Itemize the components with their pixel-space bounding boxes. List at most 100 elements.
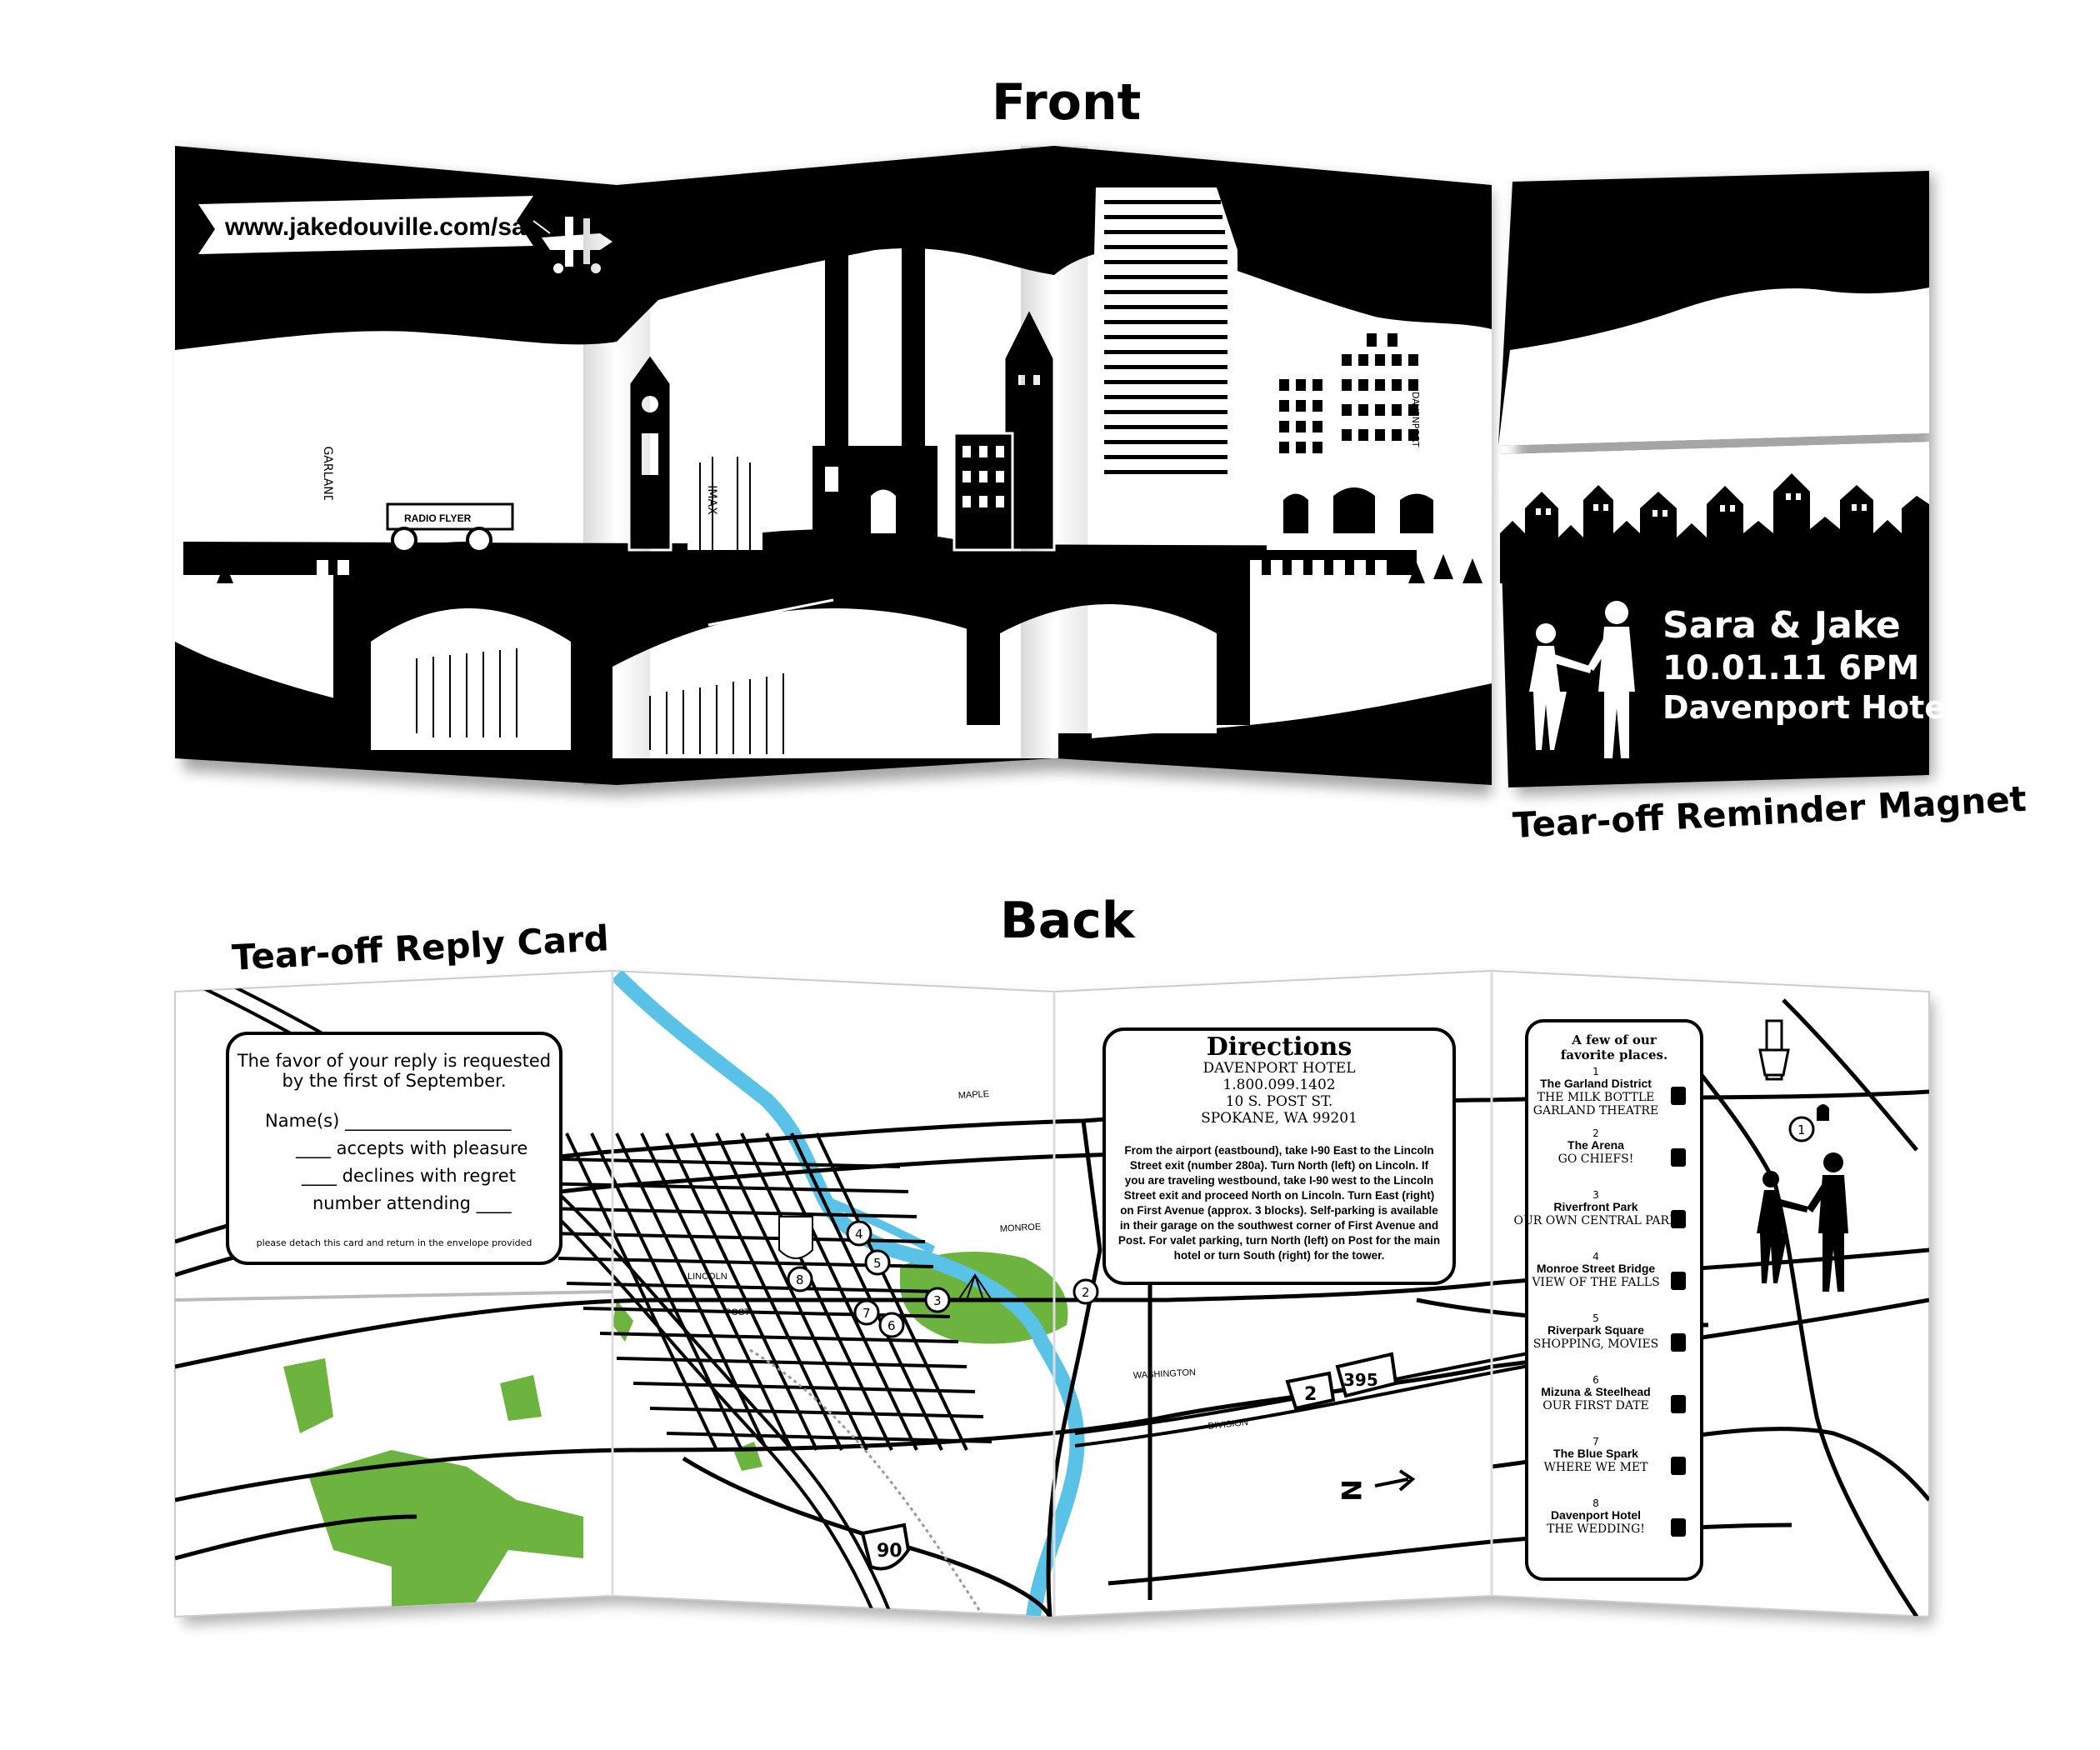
favorite-number: 1 (1592, 1066, 1599, 1078)
map-marker-7[interactable]: 7 (853, 1299, 880, 1326)
shopping-icon (1671, 1333, 1686, 1352)
davenport-sign: DAVENPORT (1410, 392, 1421, 448)
favorite-sub: GO CHIEFS! (1558, 1152, 1634, 1166)
directions-addr-4: SPOKANE, WA 99201 (1201, 1110, 1358, 1127)
favorite-name: The Garland District (1540, 1077, 1652, 1090)
favorite-sub: OUR OWN CENTRAL PARK (1514, 1214, 1679, 1228)
save-names: Sara & Jake (1662, 604, 1901, 647)
map-marker-6[interactable]: 6 (878, 1312, 905, 1338)
north-arrow-icon: N (1335, 1469, 1416, 1502)
banner-url: www.jakedouville.com/sara&jake (224, 213, 616, 241)
svg-text:2: 2 (1082, 1285, 1090, 1300)
crest-icon (1671, 1518, 1686, 1537)
favorite-number: 6 (1592, 1374, 1599, 1386)
reply-accepts-field[interactable]: ____ accepts with pleasure (295, 1138, 528, 1159)
map-marker-5[interactable]: 5 (864, 1249, 891, 1276)
directions-body: From the airport (eastbound), take I-90 … (1118, 1144, 1440, 1262)
favorite-sub: THE MILK BOTTLE (1538, 1091, 1655, 1104)
spokane-falls (400, 633, 817, 758)
directions-body-line: in their garage on the southwest corner … (1120, 1219, 1438, 1232)
reply-line-1: The favor of your reply is requested (237, 1051, 551, 1071)
favorite-number: 7 (1592, 1436, 1599, 1448)
reply-names-field[interactable]: Name(s) ___________________ (265, 1111, 512, 1132)
pavilion-map-icon (958, 1273, 992, 1301)
directions-title: Directions (1207, 1032, 1352, 1062)
spokane-river (611, 971, 1085, 1617)
reply-declines-field[interactable]: ____ declines with regret (301, 1166, 516, 1187)
favorite-name: Mizuna & Steelhead (1541, 1385, 1650, 1398)
house-windows (1536, 493, 1867, 517)
favorite-sub: SHOPPING, MOVIES (1533, 1338, 1659, 1351)
wagon-label: RADIO FLYER (404, 512, 472, 524)
davenport-hotel: DAVENPORT (1267, 329, 1467, 550)
milk-bottle-icon (1671, 1087, 1686, 1105)
favorite-name: Davenport Hotel (1551, 1508, 1641, 1522)
reply-attending-field[interactable]: number attending ____ (312, 1193, 512, 1214)
radio-flyer-wagon: RADIO FLYER (386, 502, 514, 553)
map-marker-3[interactable]: 3 (924, 1287, 951, 1313)
couple-silhouette (1529, 601, 1635, 758)
favorite-name: The Arena (1568, 1138, 1624, 1152)
garland-sign-text: GARLAND (321, 446, 334, 503)
i90-shield-icon: 90 (860, 1522, 911, 1571)
reply-footer: please detach this card and return in th… (257, 1238, 532, 1248)
magnet-houses (1500, 473, 1929, 583)
favorite-number: 5 (1592, 1312, 1599, 1324)
park-area (283, 1358, 333, 1433)
arena-icon (1671, 1148, 1686, 1167)
highrise-tower (1088, 188, 1238, 533)
favorites-title-2: favorite places. (1561, 1048, 1668, 1062)
directions-addr-1: DAVENPORT HOTEL (1202, 1060, 1355, 1077)
directions-body-line: Post. For valet parking, turn North (lef… (1118, 1234, 1440, 1247)
favorite-number: 3 (1592, 1189, 1599, 1201)
imax-building: IMAX (688, 454, 762, 550)
street-lincoln: LINCOLN (688, 1272, 728, 1282)
i90-shield-text: 90 (877, 1541, 902, 1562)
favorite-name: The Blue Spark (1553, 1447, 1638, 1460)
street-post: POST (725, 1308, 750, 1318)
directions-addr-2: 1.800.099.1402 (1222, 1077, 1335, 1093)
spark-icon (1671, 1457, 1686, 1475)
directions-body-line: From the airport (eastbound), take I-90 … (1124, 1144, 1433, 1157)
street-monroe: MONROE (1000, 1222, 1042, 1234)
map-marker-2[interactable]: 2 (1072, 1278, 1099, 1305)
reply-line-2: by the first of September. (282, 1071, 506, 1091)
steam-plant (812, 221, 938, 550)
svg-text:5: 5 (873, 1256, 882, 1271)
svg-text:7: 7 (862, 1306, 871, 1321)
davenport-crest-icon (778, 1216, 813, 1259)
map-marker-4[interactable]: 4 (846, 1220, 872, 1247)
map-marker-8[interactable]: 8 (787, 1266, 813, 1292)
svg-text:4: 4 (855, 1227, 863, 1242)
us2-shield-icon: 2 (1285, 1371, 1336, 1411)
bridge-icon (1671, 1272, 1686, 1290)
favorite-sub: WHERE WE MET (1544, 1461, 1649, 1474)
save-venue: Davenport Hotel (1662, 689, 1957, 726)
map-marker-1[interactable]: 1 (1788, 1116, 1815, 1142)
favorites-title-1: A few of our (1571, 1032, 1658, 1048)
svg-text:8: 8 (796, 1272, 804, 1288)
svg-text:3: 3 (933, 1293, 942, 1308)
directions-body-line: Street exit and proceed North on Lincoln… (1124, 1189, 1435, 1202)
fold-lines (611, 971, 1493, 1617)
svg-text:6: 6 (888, 1318, 896, 1333)
street-division: DIVISION (1208, 1418, 1248, 1432)
park-area (308, 1450, 583, 1617)
pavilion-icon (1671, 1210, 1686, 1228)
directions-body-line: hotel or turn South (right) for the towe… (1174, 1249, 1385, 1262)
reply-card[interactable]: The favor of your reply is requested by … (226, 1032, 562, 1265)
imax-sign: IMAX (705, 485, 718, 515)
favorite-number: 8 (1592, 1498, 1599, 1509)
dinner-icon (1671, 1395, 1686, 1413)
north-marker: N (1335, 1479, 1367, 1502)
url-banner: www.jakedouville.com/sara&jake (198, 196, 616, 254)
